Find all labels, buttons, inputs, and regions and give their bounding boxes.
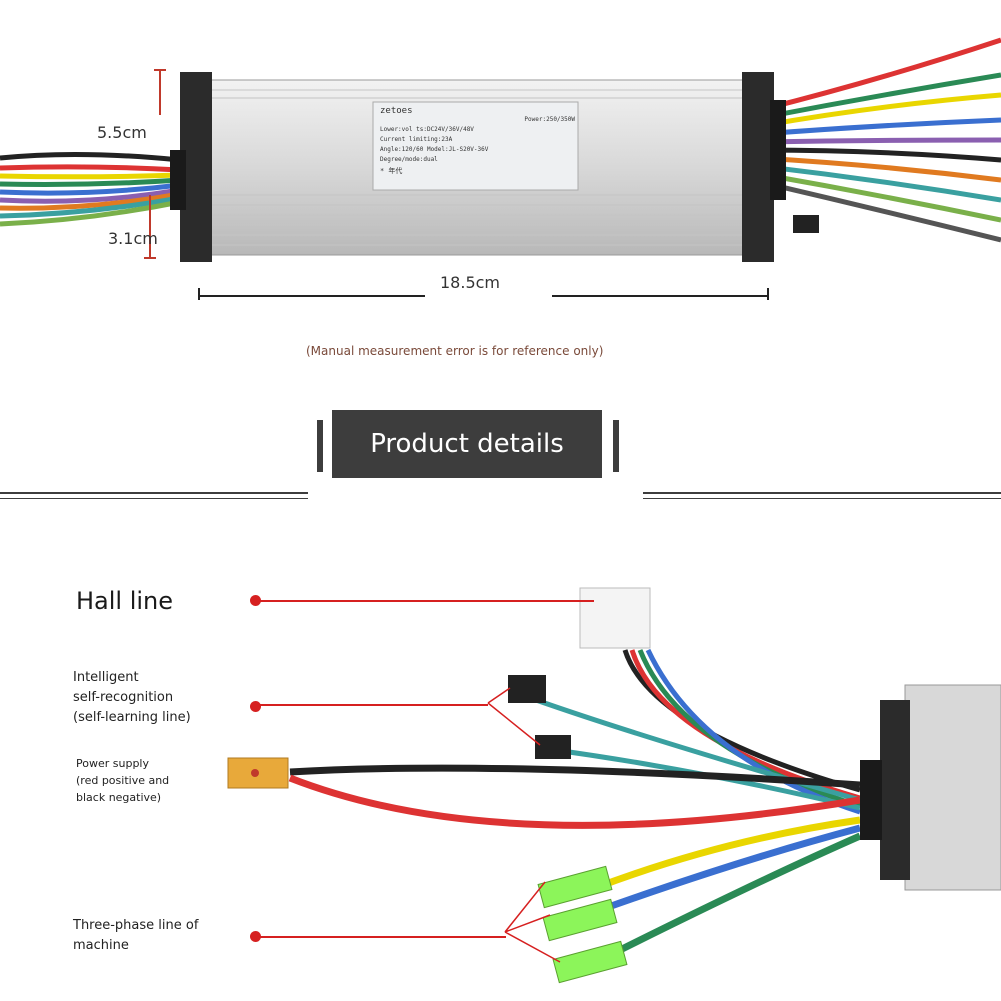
self-learning-connector-2 xyxy=(535,735,571,759)
controller-end xyxy=(904,684,1001,891)
product-details-banner: Product details xyxy=(332,410,602,478)
intelligent-label: Intelligent self-recognition (self-learn… xyxy=(73,668,191,728)
hall-line-leader xyxy=(256,600,594,602)
height-dimension-label: 5.5cm xyxy=(97,123,147,142)
intelligent-leader xyxy=(256,704,488,706)
spec-sticker xyxy=(372,101,579,191)
three-phase-label: Three-phase line of machine xyxy=(73,916,198,956)
three-phase-leader xyxy=(256,936,506,938)
power-supply-label: Power supply (red positive and black neg… xyxy=(76,755,169,806)
controller-illustration xyxy=(0,37,1001,300)
hall-line-dot xyxy=(250,595,261,606)
power-supply-line-2: (red positive and xyxy=(76,774,170,787)
sticker-power: Power:250/350W xyxy=(524,116,575,123)
sticker-angle: Angle:120/60 Model:JL-S20V-36V xyxy=(380,146,489,153)
measurement-note: (Manual measurement error is for referen… xyxy=(306,344,604,358)
sticker-brand: zetoes xyxy=(380,106,413,116)
sticker-lot: * 年代 xyxy=(380,167,403,175)
banner-left-bar xyxy=(317,420,323,472)
divider-right xyxy=(643,492,1001,494)
three-phase-line-1: Three-phase line of xyxy=(73,918,199,933)
power-supply-line-3: black negative) xyxy=(76,791,162,804)
right-end-cap xyxy=(742,72,774,262)
intelligent-dot xyxy=(250,701,261,712)
divider-left-thin xyxy=(0,498,308,499)
depth-dimension-label: 3.1cm xyxy=(108,229,158,248)
divider-left xyxy=(0,492,308,494)
banner-right-bar xyxy=(613,420,619,472)
intelligent-label-line-3: (self-learning line) xyxy=(73,710,191,725)
hall-connector xyxy=(579,587,651,649)
intelligent-label-line-2: self-recognition xyxy=(73,690,174,705)
left-wire-bundle xyxy=(0,151,181,227)
wiring-illustration xyxy=(227,587,1001,984)
three-phase-line-2: machine xyxy=(73,938,129,953)
divider-right-thin xyxy=(643,498,1001,499)
phase-terminal-3 xyxy=(552,940,628,984)
right-wire-bundle xyxy=(759,37,1001,243)
sticker-voltage: Lower:vol ts:DC24V/36V/48V xyxy=(380,126,474,133)
phase-terminal-1 xyxy=(537,865,613,909)
intelligent-label-line-1: Intelligent xyxy=(73,670,139,685)
power-supply-line-1: Power supply xyxy=(76,757,149,770)
self-learning-connector-1 xyxy=(508,675,546,703)
phase-terminal-2 xyxy=(542,898,618,942)
sticker-text: zetoes Power:250/350W Lower:vol ts:DC24V… xyxy=(380,106,575,176)
small-connector xyxy=(793,215,819,233)
hall-line-label: Hall line xyxy=(76,587,174,615)
sticker-current: Current limiting:23A xyxy=(380,136,453,143)
sticker-mode: Degree/mode:dual xyxy=(380,156,438,163)
length-dimension-label: 18.5cm xyxy=(440,273,501,292)
three-phase-dot xyxy=(250,931,261,942)
